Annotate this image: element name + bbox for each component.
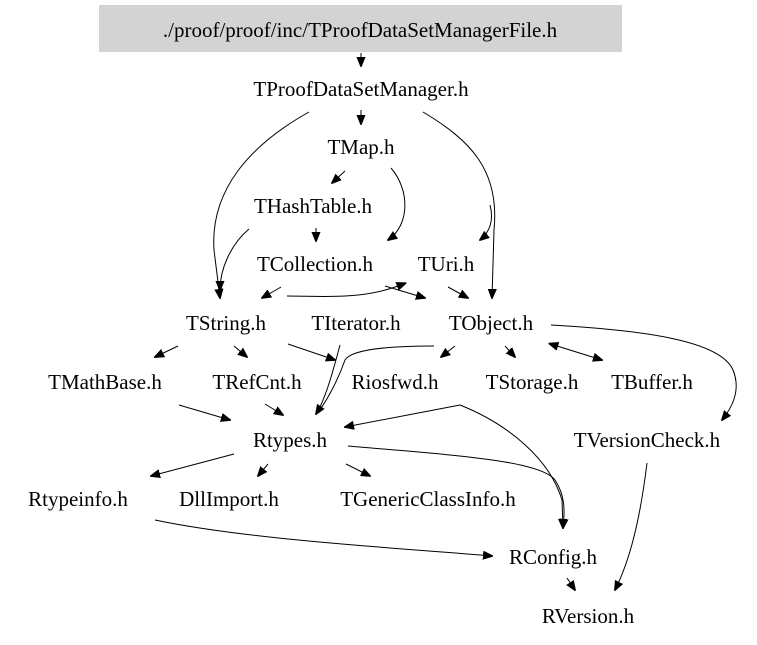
edge-tmap-thashtable [332, 170, 346, 183]
edge-rtypes-tgenericclassinfo [345, 463, 370, 476]
edge-tobject-riosfwd-arrow [441, 345, 456, 357]
node-riosfwd[interactable]: Riosfwd.h [352, 370, 439, 394]
graph-edges [151, 53, 737, 590]
edge-rtypeinfo-rconfig [154, 519, 492, 556]
node-rconfig[interactable]: RConfig.h [509, 545, 598, 569]
root-node-box [99, 5, 622, 52]
node-tmathbase[interactable]: TMathBase.h [48, 370, 162, 394]
node-trefcnt[interactable]: TRefCnt.h [212, 370, 302, 394]
edge-tstring-tmathbase [155, 345, 179, 357]
edge-tproofdatasetmanager-tobject [422, 111, 495, 298]
node-tversioncheck[interactable]: TVersionCheck.h [574, 428, 721, 452]
edge-rtypes-rconfig [347, 445, 564, 528]
edge-tobject-tstorage [504, 345, 515, 357]
edge-rtypes-rtypeinfo [151, 453, 235, 476]
node-rversion[interactable]: RVersion.h [542, 604, 635, 628]
node-tproofdatasetmanager[interactable]: TProofDataSetManager.h [253, 77, 469, 101]
node-tbuffer[interactable]: TBuffer.h [611, 370, 693, 394]
node-rtypeinfo[interactable]: Rtypeinfo.h [28, 487, 128, 511]
edge-tproofdatasetmanager-turi [480, 204, 493, 240]
node-tobject[interactable]: TObject.h [449, 311, 534, 335]
edge-tversioncheck-rversion [615, 462, 648, 590]
node-tstring[interactable]: TString.h [186, 311, 266, 335]
edge-tobject-tbuffer [557, 346, 602, 360]
node-tgenericclassinfo[interactable]: TGenericClassInfo.h [340, 487, 516, 511]
edge-tcollection-titerator [286, 286, 398, 298]
edge-turi-tobject [447, 286, 468, 298]
edge-tmap-tcollection [388, 167, 406, 240]
edge-rtypes-dllimport [258, 463, 269, 476]
node-rtypes[interactable]: Rtypes.h [253, 428, 328, 452]
edge-thashtable-tstring [220, 228, 250, 290]
edge-rconfig-rversion [567, 577, 575, 590]
edge-tstring-riosfwd [287, 343, 335, 360]
node-titerator[interactable]: TIterator.h [311, 311, 401, 335]
edge-tcollection-tstring [262, 286, 282, 298]
node-turi[interactable]: TUri.h [418, 252, 475, 276]
node-dllimport[interactable]: DllImport.h [179, 487, 279, 511]
node-tstorage[interactable]: TStorage.h [486, 370, 579, 394]
node-tmap[interactable]: TMap.h [327, 135, 395, 159]
edge-tobject-riosfwd [315, 345, 435, 415]
edge-tstorage-rconfig [459, 404, 563, 528]
edge-tobject-tversioncheck [550, 324, 737, 420]
edge-tstring-trefcnt [233, 345, 247, 357]
node-tcollection[interactable]: TCollection.h [257, 252, 374, 276]
edge-trefcnt-rtypes [264, 403, 283, 415]
edge-tproofdatasetmanager-tstring [213, 111, 310, 298]
node-thashtable[interactable]: THashTable.h [254, 194, 373, 218]
graph-nodes: ./proof/proof/inc/TProofDataSetManagerFi… [28, 5, 721, 628]
edge-tmathbase-rtypes [178, 404, 230, 420]
node-root[interactable]: ./proof/proof/inc/TProofDataSetManagerFi… [99, 5, 622, 52]
edge-tstorage-rtypes [345, 404, 461, 427]
edge-titerator-rtypes [316, 344, 341, 414]
root-node-label: ./proof/proof/inc/TProofDataSetManagerFi… [163, 18, 558, 42]
edge-tcollection-tobject [384, 285, 425, 298]
